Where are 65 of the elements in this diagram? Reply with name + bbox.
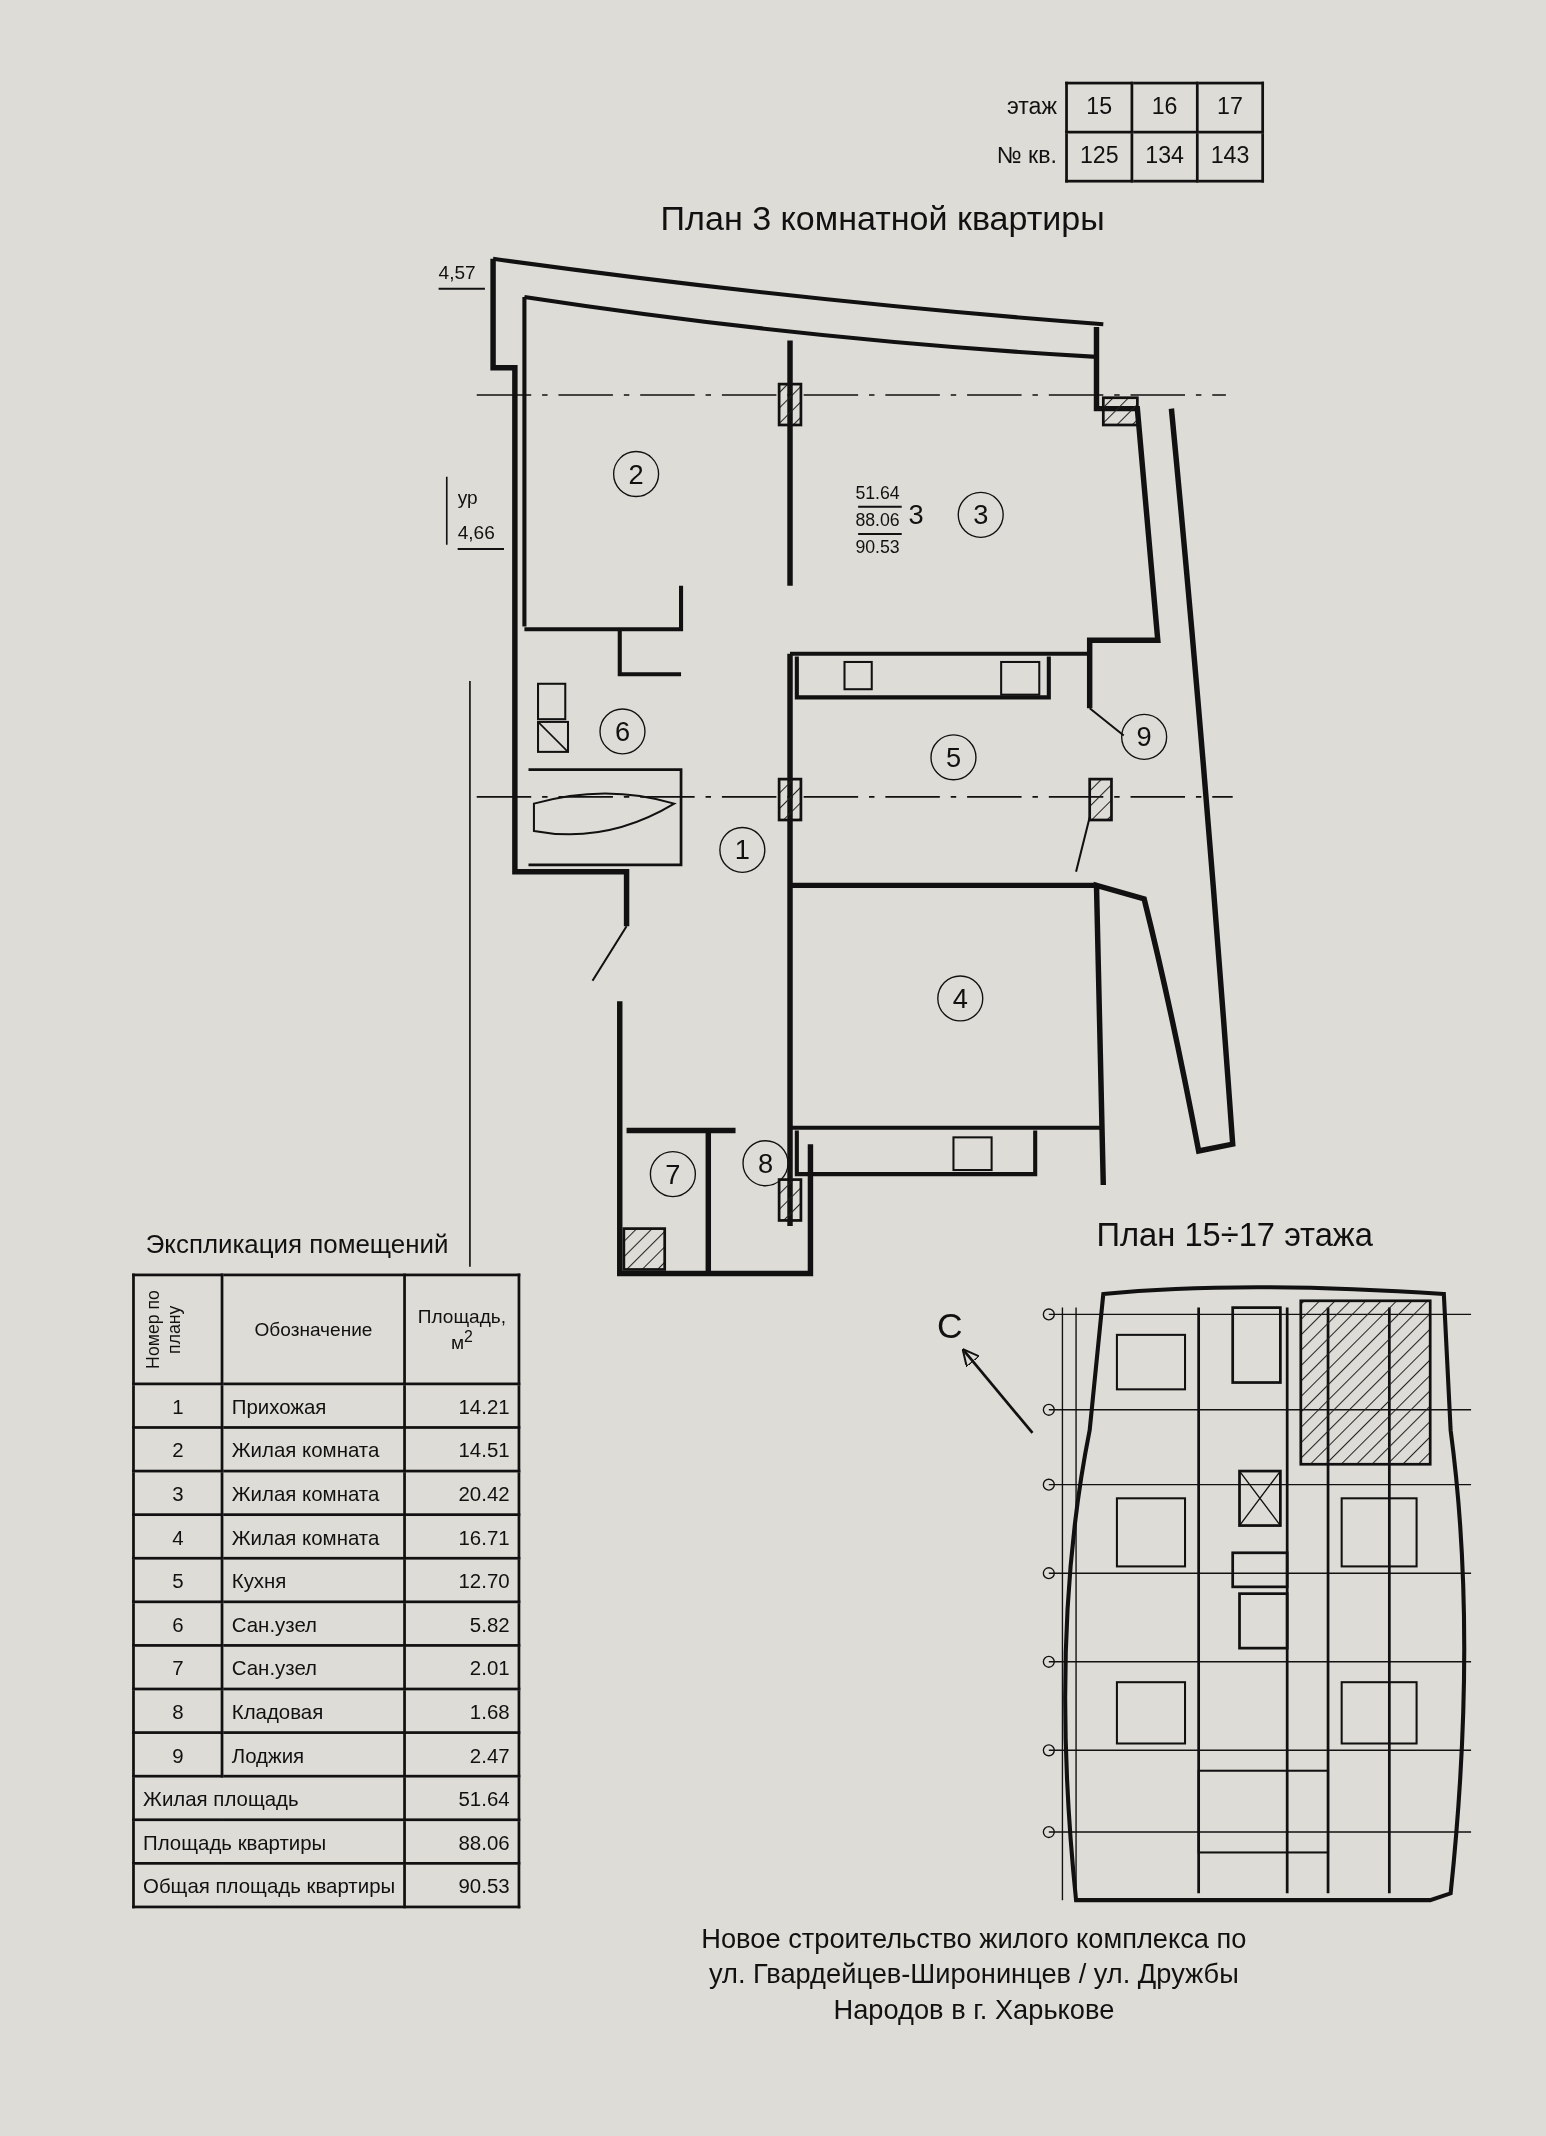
level-label: ур	[457, 486, 478, 509]
room-number-circle: 9	[1121, 713, 1168, 761]
table-cell: Прихожая	[222, 1383, 405, 1428]
table-cell: 5.82	[404, 1601, 520, 1646]
table-cell: 1.68	[404, 1689, 520, 1733]
north-label: С	[937, 1304, 963, 1348]
table-cell: Общая площадь квартиры	[133, 1863, 405, 1907]
table-cell: 14.21	[404, 1383, 520, 1428]
table-cell: Жилая комната	[222, 1427, 405, 1472]
table-cell: Жилая комната	[222, 1514, 405, 1559]
table-cell: Лоджия	[222, 1732, 405, 1777]
table-cell: 3	[133, 1471, 223, 1515]
plan-title: План 3 комнатной квартиры	[660, 198, 1105, 239]
table-cell: 143	[1197, 132, 1263, 182]
header-cell: этаж	[953, 83, 1067, 133]
table-cell: Площадь квартиры	[133, 1819, 405, 1864]
area-value: 51.64	[855, 482, 900, 503]
dimension-label: 4,57	[438, 261, 476, 284]
room-number-circle: 1	[719, 826, 766, 874]
header-cell: Обозначение	[222, 1274, 405, 1384]
room-count: 3	[908, 499, 924, 532]
table-cell: 9	[133, 1732, 223, 1777]
table-cell: 51.64	[404, 1776, 520, 1820]
table-cell: 20.42	[404, 1471, 520, 1515]
caption: Новое строительство жилого комплекса по ул. Гвардейцев-Широнинцев / ул. Дружбы Народов в г. Харькове	[700, 1922, 1248, 2027]
table-cell: Сан.узел	[222, 1645, 405, 1689]
room-number-circle: 3	[957, 491, 1004, 539]
table-cell: 12.70	[404, 1558, 520, 1602]
table-cell: 125	[1066, 132, 1132, 182]
table-cell: 2	[133, 1427, 223, 1472]
room-number-circle: 4	[937, 975, 984, 1022]
table-cell: 17	[1197, 83, 1263, 133]
header-cell: № кв.	[953, 132, 1067, 182]
table-cell: 2.01	[404, 1645, 520, 1689]
table-cell: 2.47	[404, 1732, 520, 1777]
table-cell: Кухня	[222, 1558, 405, 1602]
table-cell: 6	[133, 1601, 223, 1646]
table-cell: Жилая комната	[222, 1471, 405, 1515]
table-cell: Сан.узел	[222, 1601, 405, 1646]
area-value: 90.53	[855, 536, 900, 558]
table-cell: 4	[133, 1514, 223, 1559]
area-value: 88.06	[855, 509, 900, 530]
table-cell: 8	[133, 1689, 223, 1733]
room-number-circle: 6	[599, 708, 646, 755]
floor-plan-title: План 15÷17 этажа	[1096, 1216, 1373, 1255]
header-cell: Номер по плану	[133, 1274, 223, 1384]
table-cell: 90.53	[404, 1863, 520, 1907]
table-title: Экспликация помещений	[145, 1230, 449, 1260]
table-cell: 14.51	[404, 1427, 520, 1472]
table-cell: 15	[1066, 83, 1132, 133]
room-number-circle: 8	[742, 1140, 789, 1187]
table-cell: 16.71	[404, 1514, 520, 1559]
header-cell: Площадь, м$^{2}$	[404, 1274, 520, 1384]
room-number-circle: 2	[612, 450, 660, 498]
dimension-label: 4,66	[457, 521, 495, 544]
table-cell: 7	[133, 1645, 223, 1689]
table-cell: 88.06	[404, 1819, 520, 1864]
table-cell: 1	[133, 1383, 223, 1428]
table-cell: Жилая площадь	[133, 1776, 405, 1820]
table-cell: 134	[1131, 132, 1198, 182]
table-cell: 16	[1131, 83, 1198, 133]
table-cell: Кладовая	[222, 1689, 405, 1733]
room-number-circle: 7	[649, 1150, 697, 1198]
room-number-circle: 5	[930, 734, 977, 781]
table-cell: 5	[133, 1558, 223, 1602]
